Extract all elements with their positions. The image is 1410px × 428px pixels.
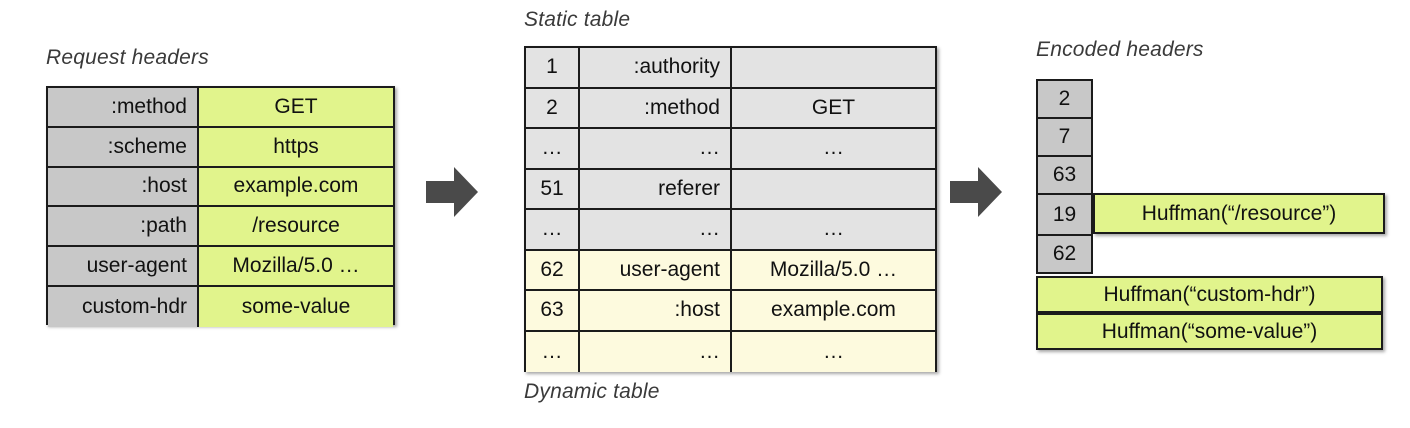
request-headers-table: :method GET :scheme https :host example.… — [46, 86, 395, 327]
index-cell: … — [526, 129, 580, 170]
header-value-cell: Mozilla/5.0 … — [732, 250, 935, 291]
arrow-table-to-encoded-icon — [950, 167, 1002, 217]
header-name-cell: user-agent — [580, 250, 732, 291]
table-row: 62 user-agent Mozilla/5.0 … — [526, 250, 935, 291]
header-value-cell: … — [732, 331, 935, 372]
arrow-request-to-table-icon — [426, 167, 478, 217]
header-name-cell: :method — [580, 88, 732, 129]
index-cell: 2 — [526, 88, 580, 129]
table-row: 51 referer — [526, 169, 935, 210]
table-row: :path /resource — [48, 207, 393, 248]
table-row: 2 :method GET — [526, 88, 935, 129]
header-value-cell — [732, 169, 935, 210]
table-row: 1 :authority — [526, 48, 935, 89]
table-row: :host example.com — [48, 167, 393, 208]
index-cell: 19 — [1036, 193, 1093, 234]
header-value-cell: https — [199, 127, 393, 168]
header-name-cell: … — [580, 210, 732, 251]
table-row: user-agent Mozilla/5.0 … — [48, 247, 393, 287]
header-name-cell: :path — [48, 207, 199, 248]
encoded-entry: 63 — [1036, 155, 1093, 193]
header-name-cell: … — [580, 129, 732, 170]
table-row: custom-hdr some-value — [48, 286, 393, 327]
table-row: … … … — [526, 331, 935, 372]
table-row: :scheme https — [48, 127, 393, 168]
header-value-cell: some-value — [199, 286, 393, 327]
index-cell: 2 — [1036, 79, 1093, 117]
table-row: :method GET — [48, 88, 393, 128]
header-name-cell: :host — [48, 167, 199, 208]
literal-cell: Huffman(“/resource”) — [1093, 193, 1385, 234]
index-cell: 7 — [1036, 117, 1093, 155]
header-value-cell: example.com — [732, 291, 935, 332]
header-value-cell: GET — [732, 88, 935, 129]
header-value-cell: … — [732, 210, 935, 251]
header-value-cell: Mozilla/5.0 … — [199, 247, 393, 287]
encoded-entry: 2 — [1036, 79, 1093, 117]
encoded-entry: 62 — [1036, 234, 1093, 274]
request-headers-title: Request headers — [46, 46, 209, 69]
index-table: 1 :authority 2 :method GET … … … 51 refe… — [524, 46, 937, 372]
table-row: … … … — [526, 210, 935, 251]
index-cell: … — [526, 210, 580, 251]
index-cell: … — [526, 331, 580, 372]
index-cell: 1 — [526, 48, 580, 89]
encoded-headers-block: 2 7 63 19 Huffman(“/resource”) 62 Huffma… — [1036, 79, 1385, 350]
header-name-cell: … — [580, 331, 732, 372]
header-value-cell: … — [732, 129, 935, 170]
header-name-cell: :scheme — [48, 127, 199, 168]
table-row: … … … — [526, 129, 935, 170]
header-value-cell — [732, 48, 935, 89]
encoded-headers-title: Encoded headers — [1036, 38, 1204, 61]
header-value-cell: example.com — [199, 167, 393, 208]
header-name-cell: referer — [580, 169, 732, 210]
encoded-entry: 7 — [1036, 117, 1093, 155]
index-cell: 62 — [526, 250, 580, 291]
header-name-cell: :authority — [580, 48, 732, 89]
index-cell: 62 — [1036, 234, 1093, 274]
dynamic-table-title: Dynamic table — [524, 380, 660, 403]
header-name-cell: :host — [580, 291, 732, 332]
header-value-cell: /resource — [199, 207, 393, 248]
static-table-title: Static table — [524, 8, 631, 31]
encoded-entry: 19 Huffman(“/resource”) — [1036, 193, 1385, 234]
header-name-cell: custom-hdr — [48, 286, 199, 327]
index-cell: 63 — [1036, 155, 1093, 193]
literal-cell: Huffman(“some-value”) — [1036, 313, 1383, 350]
index-cell: 51 — [526, 169, 580, 210]
table-row: 63 :host example.com — [526, 291, 935, 332]
header-value-cell: GET — [199, 88, 393, 128]
header-name-cell: user-agent — [48, 247, 199, 287]
header-name-cell: :method — [48, 88, 199, 128]
literal-cell: Huffman(“custom-hdr”) — [1036, 276, 1383, 313]
index-cell: 63 — [526, 291, 580, 332]
